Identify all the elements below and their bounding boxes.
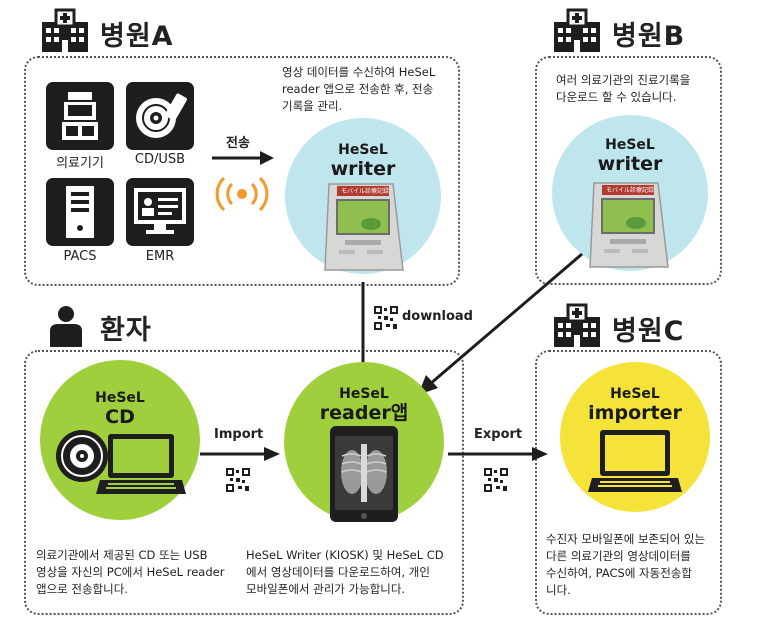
- hospital-b-to-reader-arrow: [418, 252, 583, 395]
- medical-equipment-icon: [62, 92, 98, 140]
- reader-circle: HeSeL reader앱: [284, 362, 444, 522]
- app-brand: HeSeL: [339, 386, 389, 402]
- transmit-arrow: [212, 151, 274, 165]
- person-icon: [50, 306, 82, 347]
- cd-description: 의료기관에서 제공된 CD 또는 USB 영상을 자신의 PC에서 HeSeL …: [36, 547, 246, 598]
- desc-line: 모바일폰에서 관리가 가능합니다.: [246, 582, 406, 596]
- cd-app-name: HeSeL CD: [40, 390, 200, 428]
- hospital-a-description: 영상 데이터를 수신하여 HeSeL reader 앱으로 전송한 후, 전송 …: [282, 64, 457, 115]
- patient-box: [24, 350, 464, 615]
- server-tower-icon: [66, 186, 94, 238]
- desc-line: 영상 데이터를 수신하여 HeSeL: [282, 65, 436, 79]
- laptop-icon: [96, 434, 186, 494]
- kiosk-icon: [589, 182, 669, 268]
- pacs-label: PACS: [63, 249, 97, 264]
- app-brand: HeSeL: [95, 390, 145, 406]
- desc-line: 니다.: [546, 583, 571, 597]
- kiosk-icon: [324, 183, 404, 271]
- download-label: download: [402, 309, 473, 324]
- desc-line: 다운로드 할 수 있습니다.: [556, 90, 677, 104]
- hospital-icon: [554, 8, 600, 52]
- transmit-label: 전송: [226, 136, 250, 151]
- writer-b-circle: HeSeL writer モバイル診療記録: [552, 115, 708, 271]
- emr-label: EMR: [145, 249, 175, 264]
- desc-line: 영상을 자신의 PC에서 HeSeL reader: [36, 565, 225, 579]
- app-brand: HeSeL: [605, 137, 655, 153]
- desc-line: 앱으로 전송합니다.: [36, 582, 128, 596]
- export-label: Export: [474, 427, 523, 442]
- cd-circle: HeSeL CD: [40, 360, 200, 520]
- desc-line: 수진자 모바일폰에 보존되어 있는: [546, 532, 706, 546]
- reader-app-name: HeSeL reader앱: [284, 386, 444, 424]
- writer-b-name: HeSeL writer: [552, 137, 708, 175]
- cd-usb-tile: [126, 82, 194, 150]
- app-title: writer: [330, 158, 396, 180]
- export-arrow: [448, 447, 548, 461]
- patient-title: 환자: [100, 315, 152, 346]
- desc-line: 에서 영상데이터를 다운로드하여, 개인: [246, 565, 430, 579]
- app-title: reader앱: [319, 402, 409, 424]
- desc-line: 여러 의료기관의 진료기록을: [556, 73, 691, 87]
- importer-app-name: HeSeL importer: [560, 386, 710, 424]
- desc-line: reader 앱으로 전송한 후, 전송: [282, 82, 434, 96]
- hospital-icon: [42, 8, 88, 52]
- kiosk-screen-text: モバイル診療記録: [340, 188, 389, 195]
- wireless-signal-icon: [215, 176, 269, 212]
- app-brand: HeSeL: [338, 142, 388, 158]
- reader-description: HeSeL Writer (KIOSK) 및 HeSeL CD 에서 영상데이터…: [246, 547, 460, 598]
- writer-a-name: HeSeL writer: [285, 142, 441, 180]
- pacs-tile: [46, 178, 114, 246]
- qr-code-icon: [374, 306, 398, 330]
- app-title: importer: [588, 402, 682, 424]
- emr-tile: [126, 178, 194, 246]
- importer-circle: HeSeL importer: [560, 362, 710, 512]
- laptop-icon: [588, 430, 682, 492]
- writer-a-circle: HeSeL writer モバイル診療記録: [285, 118, 441, 274]
- desc-line: HeSeL Writer (KIOSK) 및 HeSeL CD: [246, 548, 444, 562]
- cd-disc-icon: [56, 430, 108, 482]
- medical-device-tile: [46, 82, 114, 150]
- import-label: Import: [214, 427, 264, 442]
- desc-line: 기록을 관리.: [282, 99, 343, 113]
- hospital-b-title: 병원B: [612, 21, 686, 52]
- app-brand: HeSeL: [610, 386, 660, 402]
- qr-code-icon: [484, 468, 508, 492]
- kiosk-screen-text: モバイル診療記録: [605, 187, 654, 194]
- cd-usb-label: CD/USB: [134, 152, 186, 167]
- hospital-c-box: [535, 350, 722, 615]
- qr-code-icon: [226, 468, 250, 492]
- smartphone-xray-icon: [330, 426, 398, 522]
- monitor-record-icon: [134, 188, 186, 234]
- app-title: writer: [597, 153, 663, 175]
- medical-device-label: 의료기기: [56, 156, 104, 171]
- hospital-b-box: [535, 56, 722, 285]
- hospital-c-title: 병원C: [612, 316, 685, 347]
- hospital-b-description: 여러 의료기관의 진료기록을 다운로드 할 수 있습니다.: [556, 72, 721, 106]
- cd-usb-icon: [136, 93, 187, 138]
- hospital-icon: [554, 303, 600, 347]
- importer-description: 수진자 모바일폰에 보존되어 있는 다른 의료기관의 영상데이터를 수신하여, …: [546, 531, 721, 599]
- hospital-a-title: 병원A: [100, 21, 174, 52]
- hospital-a-box: [24, 56, 460, 286]
- desc-line: 의료기관에서 제공된 CD 또는 USB: [36, 548, 208, 562]
- import-arrow: [200, 447, 280, 461]
- desc-line: 수신하여, PACS에 자동전송합: [546, 566, 692, 580]
- desc-line: 다른 의료기관의 영상데이터를: [546, 549, 691, 563]
- app-title: CD: [105, 406, 135, 428]
